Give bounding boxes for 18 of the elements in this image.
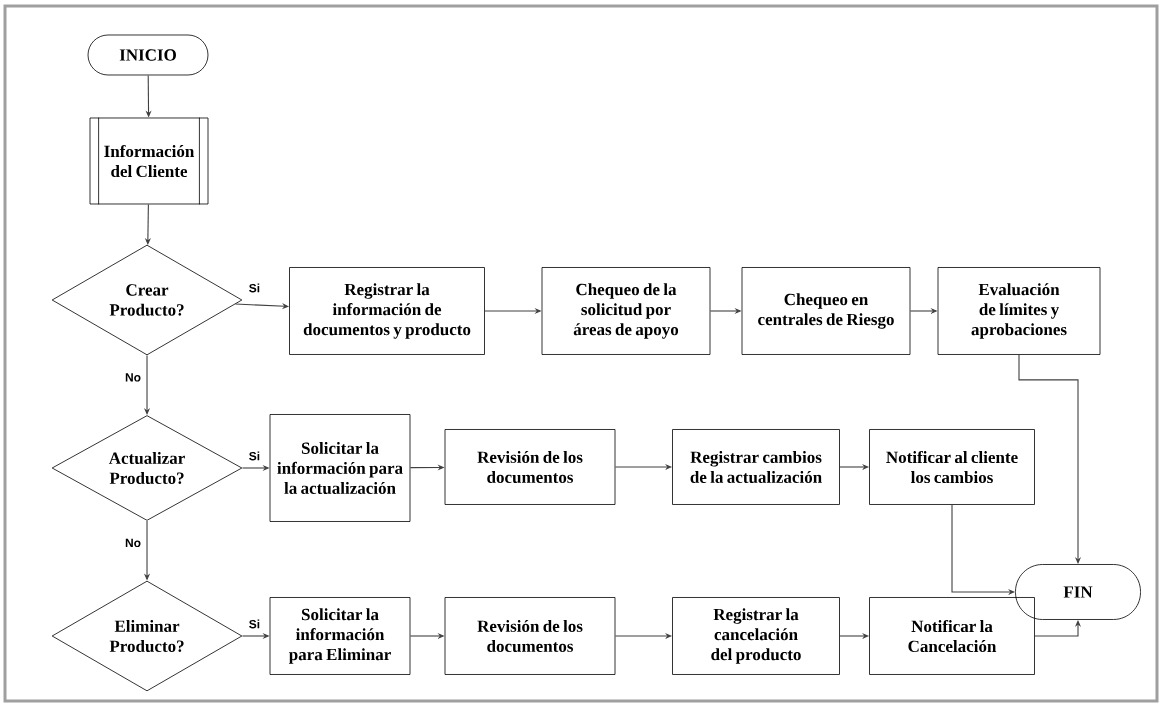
edge-label: Si [247,618,262,630]
process-box: Revisión de los documentos [444,597,616,675]
edge-label: Si [247,282,262,294]
process-box: Solicitar la información para la actualización [269,414,411,522]
process-box: Registrar la cancelación del producto [672,597,840,675]
process-box: Notificar al cliente los cambios [869,429,1035,505]
edge-label: No [124,537,142,549]
subprocess-box: Información del Cliente [89,117,209,205]
process-box: Notificar la Cancelación [869,597,1035,675]
process-box: Registrar la información de documentos y producto [289,267,485,355]
process-box: Revisión de los documentos [444,429,616,505]
process-box: Solicitar la información para Eliminar [269,597,411,675]
edge-label: No [124,372,142,383]
process-box: Registrar cambios de la actualización [672,429,840,505]
process-box: Evaluación de límites y aprobaciones [937,267,1101,355]
process-box: Chequeo en centrales de Riesgo [741,267,911,355]
edge-label: Si [247,450,262,462]
process-box: Chequeo de la solicitud por áreas de apoyo [541,267,711,355]
